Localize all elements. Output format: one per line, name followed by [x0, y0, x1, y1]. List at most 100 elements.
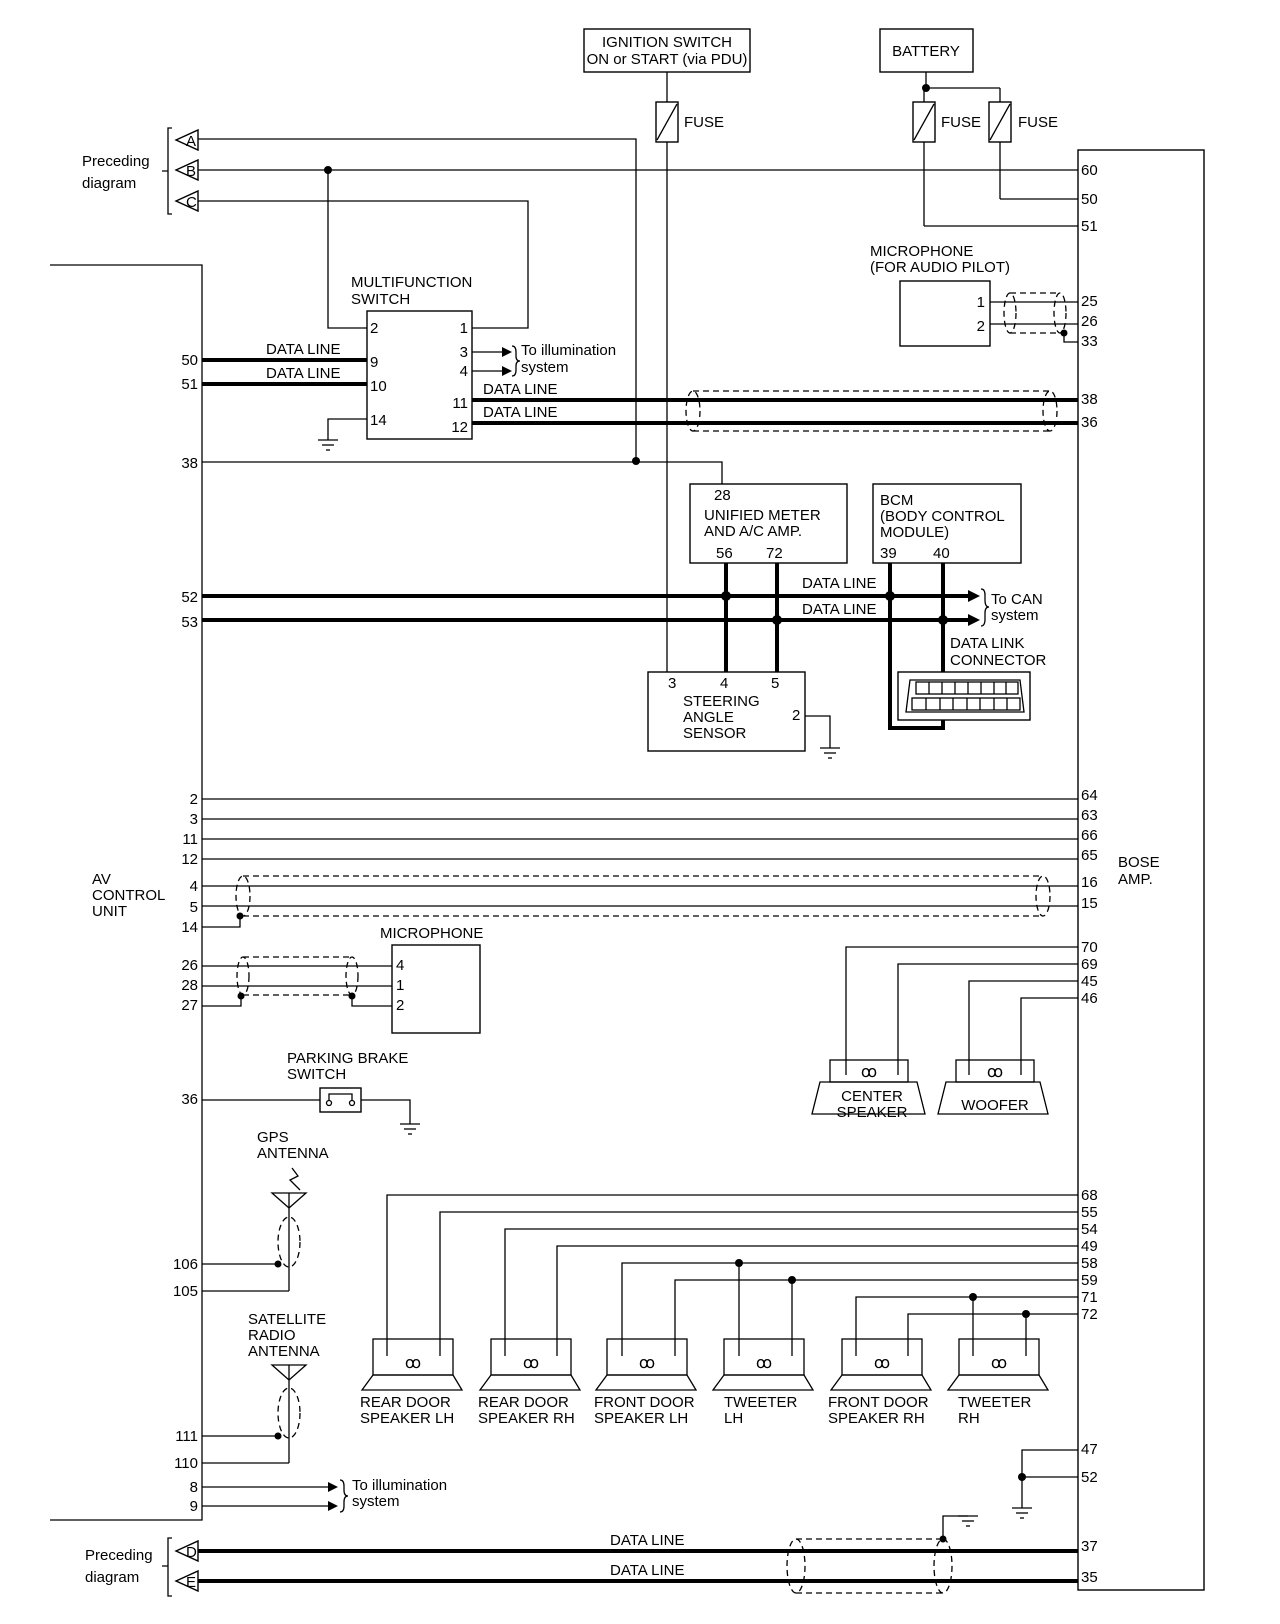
mfswitch-illum-2: system [521, 359, 569, 376]
gps-label-2: ANTENNA [257, 1145, 329, 1162]
sat-label-1: SATELLITE [248, 1311, 326, 1328]
battery-label: BATTERY [892, 43, 960, 60]
av-pin: 106 [173, 1256, 198, 1273]
preceding-top-label-1: Preceding [82, 153, 150, 170]
parking-brake-switch: PARKING BRAKE SWITCH [202, 1050, 420, 1135]
dlc-label-1: DATA LINK [950, 635, 1024, 652]
bose-pin: 64 [1081, 787, 1098, 804]
av-pin: 36 [181, 1091, 198, 1108]
can-label-2: system [991, 607, 1039, 624]
bose-pin: 33 [1081, 333, 1098, 350]
av-pin: 12 [181, 851, 198, 868]
data-line-label: DATA LINE [610, 1532, 684, 1549]
connector-b: B [186, 163, 196, 180]
av-pin: 4 [190, 878, 198, 895]
av-pin: 26 [181, 957, 198, 974]
data-line-label: DATA LINE [802, 601, 876, 618]
connector-a: A [186, 133, 196, 150]
coil-icon: ꝏ [987, 1064, 1003, 1081]
bose-pin: 60 [1081, 162, 1098, 179]
rdl-label-1: REAR DOOR [360, 1394, 451, 1411]
multifunction-switch: MULTIFUNCTION SWITCH 2 1 9 10 14 3 4 11 … [318, 274, 616, 451]
av-pin: 5 [190, 899, 198, 916]
bose-pin: 65 [1081, 847, 1098, 864]
bose-label-1: BOSE [1118, 854, 1160, 871]
twr-label-2: RH [958, 1410, 980, 1427]
twr-label-1: TWEETER [958, 1394, 1031, 1411]
front-door-speaker-rh: ꝏ FRONT DOOR SPEAKER RH [828, 1338, 933, 1427]
mfswitch-label-1: MULTIFUNCTION [351, 274, 472, 291]
steering-pin: 2 [792, 707, 800, 724]
av-pin: 11 [182, 831, 198, 848]
bose-pin: 59 [1081, 1272, 1098, 1289]
battery: BATTERY FUSE FUSE [879, 28, 1078, 227]
av-pin: 51 [181, 376, 198, 393]
bose-pin: 38 [1081, 391, 1098, 408]
preceding-diagram-bottom: Preceding diagram D E [85, 1537, 199, 1597]
av-pin: 27 [181, 997, 198, 1014]
bose-pin: 58 [1081, 1255, 1098, 1272]
bose-pin: 25 [1081, 293, 1098, 310]
bcm: BCM (BODY CONTROL MODULE) 39 40 [872, 483, 1022, 564]
parking-label-2: SWITCH [287, 1066, 346, 1083]
steering-pin: 3 [668, 675, 676, 692]
woofer: ꝏ WOOFER [937, 980, 1078, 1115]
tweeter-lh: ꝏ TWEETER LH [711, 1338, 815, 1427]
bose-pin: 15 [1081, 895, 1098, 912]
mfswitch-pin: 2 [370, 320, 378, 337]
mic-audio-pin: 1 [977, 294, 985, 311]
rear-door-speaker-rh: ꝏ REAR DOOR SPEAKER RH [478, 1338, 582, 1427]
satellite-antenna: SATELLITE RADIO ANTENNA [202, 1311, 326, 1464]
av-pin: 28 [181, 977, 198, 994]
meter-label-2: AND A/C AMP. [704, 523, 802, 540]
av-label-1: AV [92, 871, 111, 888]
av-label-3: UNIT [92, 903, 127, 920]
preceding-bottom-label-2: diagram [85, 1569, 139, 1586]
bose-pin: 68 [1081, 1187, 1098, 1204]
bose-pin: 35 [1081, 1569, 1098, 1586]
rdl-label-2: SPEAKER LH [360, 1410, 454, 1427]
bose-pin: 47 [1081, 1441, 1098, 1458]
illum-bottom-label-2: system [352, 1493, 400, 1510]
preceding-bottom-label-1: Preceding [85, 1547, 153, 1564]
gps-label-1: GPS [257, 1129, 289, 1146]
coil-icon: ꝏ [405, 1355, 421, 1372]
unified-meter: 28 UNIFIED METER AND A/C AMP. 56 72 [689, 483, 848, 564]
mfswitch-pin: 14 [370, 412, 387, 429]
data-line-label: DATA LINE [802, 575, 876, 592]
ignition-label-1: IGNITION SWITCH [602, 34, 732, 51]
connector-d: D [186, 1544, 197, 1561]
data-line-label: DATA LINE [483, 381, 557, 398]
mfswitch-pin: 12 [451, 419, 468, 436]
bose-pin-labels: 60 50 51 25 26 33 38 36 64 63 66 65 16 1… [1081, 162, 1098, 1586]
meter-label-1: UNIFIED METER [704, 507, 821, 524]
preceding-top-label-2: diagram [82, 175, 136, 192]
microphone-pin: 2 [396, 997, 404, 1014]
bcm-pin: 39 [880, 545, 897, 562]
tweeter-rh: ꝏ TWEETER RH [946, 1338, 1050, 1427]
av-control-unit: AV CONTROL UNIT 50 51 38 52 53 2 3 11 12… [50, 264, 203, 1521]
coil-icon: ꝏ [861, 1064, 877, 1081]
mic-audio-pin: 2 [977, 318, 985, 335]
coil-icon: ꝏ [756, 1355, 772, 1372]
bose-pin: 63 [1081, 807, 1098, 824]
av-pin: 2 [190, 791, 198, 808]
bcm-label-1: BCM [880, 492, 913, 509]
bose-pin: 71 [1081, 1289, 1098, 1306]
bose-pin: 46 [1081, 990, 1098, 1007]
microphone-pin: 4 [396, 957, 404, 974]
bose-pin: 37 [1081, 1538, 1098, 1555]
microphone-pin: 1 [396, 977, 404, 994]
av-label-2: CONTROL [92, 887, 165, 904]
bcm-label-3: MODULE) [880, 524, 949, 541]
data-line-label: DATA LINE [266, 341, 340, 358]
av-pin-labels: 50 51 38 52 53 2 3 11 12 4 5 14 26 28 27… [173, 352, 198, 1515]
av-pin: 105 [173, 1283, 198, 1300]
sat-label-2: RADIO [248, 1327, 296, 1344]
bose-pin: 49 [1081, 1238, 1098, 1255]
meter-pin: 28 [714, 487, 731, 504]
bose-pin: 26 [1081, 313, 1098, 330]
connector-e: E [186, 1574, 196, 1591]
data-line-label: DATA LINE [483, 404, 557, 421]
gps-antenna: GPS ANTENNA [202, 1129, 329, 1292]
